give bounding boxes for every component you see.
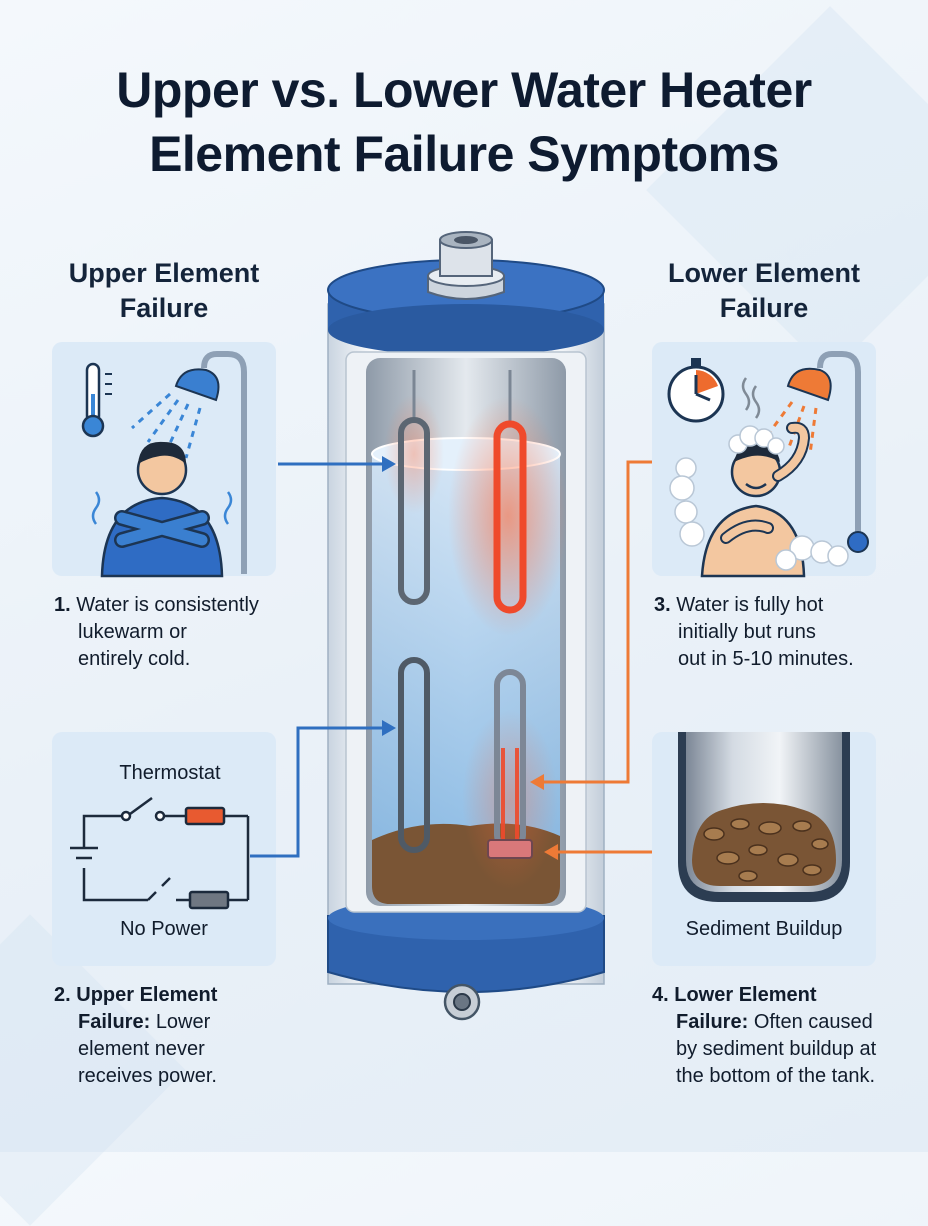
water-heater-tank [250, 231, 652, 1021]
symptom-1-line-3: entirely cold. [78, 648, 191, 670]
sediment-illustration [678, 732, 850, 902]
steam-icon [741, 377, 761, 419]
symptom-3-line-2: initially but runs [678, 621, 816, 643]
cause-4-caption: 4. Lower Element Failure: Often caused b… [652, 982, 876, 1090]
cause-2-line-4: receives power. [78, 1065, 217, 1087]
arrow-circuit [250, 726, 384, 858]
upper-element-failed [398, 417, 430, 605]
shower-head-icon [130, 351, 247, 574]
heating-element-symbol-active [184, 806, 226, 826]
cause-4-bold-1: Lower Element [674, 984, 817, 1006]
cause-2-bold-2: Failure: [78, 1011, 151, 1033]
cause-2-number: 2. [54, 984, 71, 1006]
lower-heading-line-2: Failure [719, 293, 809, 323]
arrow-upper-symptom-head [382, 456, 396, 472]
arrow-lower-symptom [542, 460, 652, 784]
cause-2-caption: 2. Upper Element Failure: Lower element … [54, 982, 217, 1090]
cold-person-icon [91, 441, 233, 578]
upper-heading-line-2: Failure [119, 293, 209, 323]
thermostat-label: Thermostat [119, 762, 221, 784]
cause-2-text-2: Lower [155, 1011, 211, 1033]
arrow-sediment-head [544, 844, 558, 860]
drain-valve-icon [443, 983, 481, 1021]
cold-shower-illustration [81, 351, 247, 578]
cause-4-text-2: Often caused [753, 1011, 873, 1033]
lower-heading-line-1: Lower Element [667, 258, 861, 288]
shower-head-icon [762, 351, 869, 553]
inlet-pipe-icon [427, 231, 505, 300]
symptom-3-line-3: out in 5-10 minutes. [678, 648, 854, 670]
symptom-1-line-1: Water is consistently [76, 594, 259, 616]
symptom-1-number: 1. [54, 594, 71, 616]
symptom-3-line-1: Water is fully hot [676, 594, 824, 616]
title-line-1: Upper vs. Lower Water Heater [116, 62, 812, 118]
timer-icon [667, 358, 725, 423]
upper-heading-line-1: Upper Element [68, 258, 260, 288]
arrow-lower-symptom-head [530, 774, 544, 790]
hot-shower-illustration [667, 351, 869, 578]
cause-2-bold-1: Upper Element [76, 984, 218, 1006]
lower-failure-heading: Lower Element Failure [624, 256, 904, 326]
arrow-circuit-head [382, 720, 396, 736]
sediment-buildup-label: Sediment Buildup [685, 918, 843, 940]
symptom-1-line-2: lukewarm or [78, 621, 187, 643]
happy-person-icon [700, 421, 811, 578]
cause-4-line-4: the bottom of the tank. [676, 1065, 876, 1087]
page-title: Upper vs. Lower Water Heater Element Fai… [0, 58, 928, 186]
upper-failure-heading: Upper Element Failure [24, 256, 304, 326]
symptom-1-caption: 1. Water is consistently lukewarm or ent… [54, 592, 259, 673]
upper-element-hot [493, 420, 527, 614]
thermometer-icon [81, 362, 112, 438]
foam-bubbles [669, 425, 849, 571]
circuit-diagram [70, 796, 250, 910]
cause-4-line-3: by sediment buildup at [676, 1038, 877, 1060]
cause-4-bold-2: Failure: [676, 1011, 749, 1033]
symptom-3-number: 3. [654, 594, 671, 616]
symptom-3-caption: 3. Water is fully hot initially but runs… [654, 592, 854, 673]
heating-element-symbol-unpowered [188, 890, 230, 910]
title-line-2: Element Failure Symptoms [149, 126, 779, 182]
lower-element-left [398, 657, 430, 853]
no-power-label: No Power [120, 918, 208, 940]
cause-2-line-3: element never [78, 1038, 205, 1060]
cause-4-number: 4. [652, 984, 669, 1006]
